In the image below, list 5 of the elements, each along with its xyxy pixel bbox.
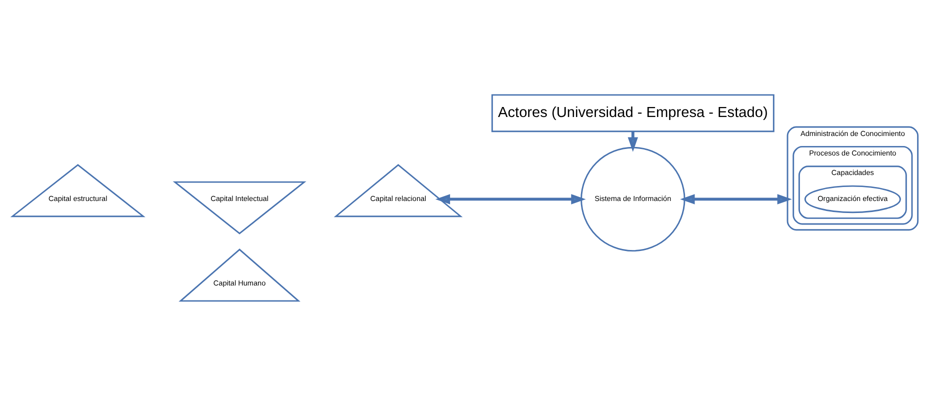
arrow — [680, 194, 792, 204]
arrow — [434, 194, 586, 204]
node-ellipse: Organización efectiva — [804, 185, 900, 214]
node-circle: Sistema de Información — [580, 146, 685, 252]
node-box: Actores (Universidad - Empresa - Estado) — [490, 94, 774, 132]
